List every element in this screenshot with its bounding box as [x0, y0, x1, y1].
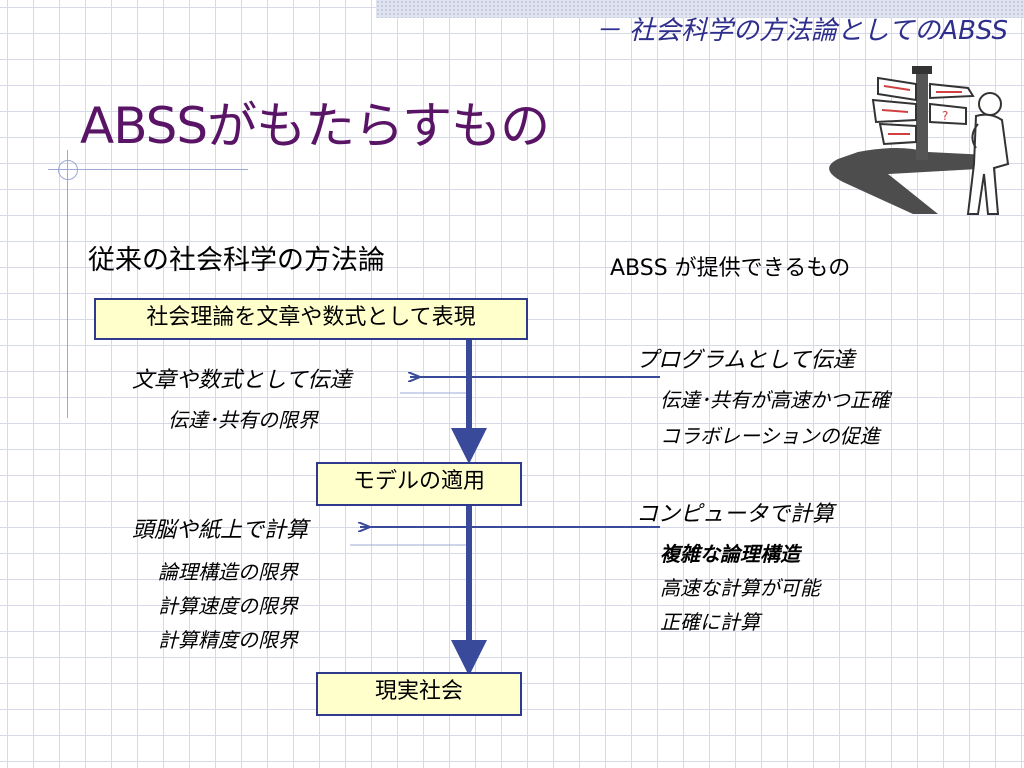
left-group2-item: 計算精度の限界: [158, 628, 298, 652]
svg-text:?: ?: [942, 109, 948, 123]
right-group1-label: プログラムとして伝達: [636, 348, 855, 373]
signpost-person-icon: ?: [829, 66, 1010, 215]
right-heading: ABSS が提供できるもの: [610, 256, 851, 281]
left-group1-label: 文章や数式として伝達: [132, 368, 352, 393]
flow-box-model: モデルの適用: [316, 462, 522, 506]
right-group2-item: 複雑な論理構造: [660, 542, 800, 566]
slide-title: ABSSがもたらすもの: [80, 97, 550, 155]
right-group2-item: 高速な計算が可能: [660, 576, 820, 600]
left-group2-label: 頭脳や紙上で計算: [132, 518, 309, 543]
flow-box-society: 現実社会: [316, 672, 522, 716]
deco-vertical-line: [67, 150, 68, 418]
left-heading: 従来の社会科学の方法論: [88, 245, 385, 276]
right-group1-item: 伝達･共有が高速かつ正確: [660, 388, 890, 412]
right-group1-item: コラボレーションの促進: [660, 424, 880, 448]
right-group2-item: 正確に計算: [660, 610, 760, 634]
deco-horizontal-line: [48, 169, 248, 170]
flow-box-theory: 社会理論を文章や数式として表現: [94, 298, 528, 340]
header-band: [376, 0, 1024, 18]
slide-subtitle: － 社会科学の方法論としてのABSS: [594, 16, 1008, 46]
left-group1-item: 伝達･共有の限界: [168, 408, 318, 432]
deco-circle: [58, 160, 78, 180]
left-group2-item: 計算速度の限界: [158, 594, 298, 618]
left-group2-item: 論理構造の限界: [158, 560, 298, 584]
right-group2-label: コンピュータで計算: [636, 502, 835, 527]
